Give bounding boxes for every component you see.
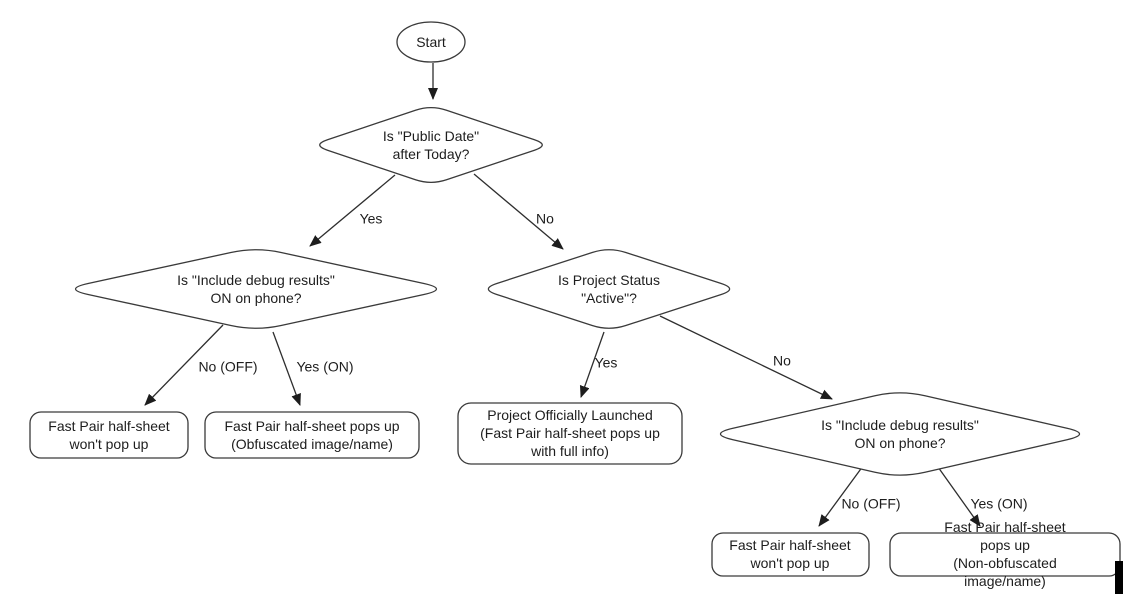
edge-label-no-off-right: No (OFF) (841, 495, 901, 512)
edge-label-yes-mid: Yes (594, 354, 618, 371)
edge-project-status-no (659, 315, 833, 400)
decision-project-status-label: Is Project Status "Active"? (558, 272, 660, 306)
edge-label-yes-on-right: Yes (ON) (970, 495, 1028, 512)
decision-debug-left-label: Is "Include debug results" ON on phone? (177, 272, 335, 306)
box-launched-shape (457, 402, 683, 465)
decision-public-date-label: Is "Public Date" after Today? (382, 128, 480, 162)
edge-public-date-no (473, 173, 564, 250)
box-no-popup-right-label: Fast Pair half-sheet won't pop up (729, 537, 851, 571)
box-launched-label: Project Officially Launched (Fast Pair h… (480, 407, 660, 459)
decision-debug-left-shape (74, 249, 438, 329)
edge-label-no-off-left: No (OFF) (198, 358, 258, 375)
edge-project-status-yes (579, 331, 605, 398)
box-popup-obfuscated-shape (204, 411, 420, 459)
edge-label-yes-top: Yes (359, 210, 383, 227)
box-popup-nonobfuscated-label: Fast Pair half-sheet pops up (Non-obfusc… (944, 519, 1066, 589)
edge-debug-left-no-off (144, 324, 224, 406)
box-no-popup-right-shape (711, 532, 870, 577)
edge-label-no-top: No (536, 210, 554, 227)
edge-debug-left-yes-on (272, 331, 301, 406)
edge-debug-right-no-off (818, 465, 864, 527)
edge-debug-right-yes-on (937, 466, 981, 527)
edge-public-date-yes (309, 174, 396, 247)
text-cursor (1115, 561, 1123, 594)
start-label: Start (416, 34, 446, 50)
box-no-popup-left-shape (29, 411, 189, 459)
box-no-popup-left-label: Fast Pair half-sheet won't pop up (48, 418, 170, 452)
decision-public-date-shape (319, 106, 543, 184)
box-popup-nonobfuscated-shape (889, 532, 1121, 577)
box-popup-obfuscated-label: Fast Pair half-sheet pops up (Obfuscated… (224, 418, 400, 452)
edge-label-no-mid: No (773, 352, 791, 369)
decision-debug-right-shape (719, 392, 1081, 476)
decision-project-status-shape (487, 249, 731, 329)
decision-debug-right-label: Is "Include debug results" ON on phone? (821, 417, 979, 451)
start-terminator-shape (396, 21, 466, 63)
edge-label-yes-on-left: Yes (ON) (296, 358, 354, 375)
